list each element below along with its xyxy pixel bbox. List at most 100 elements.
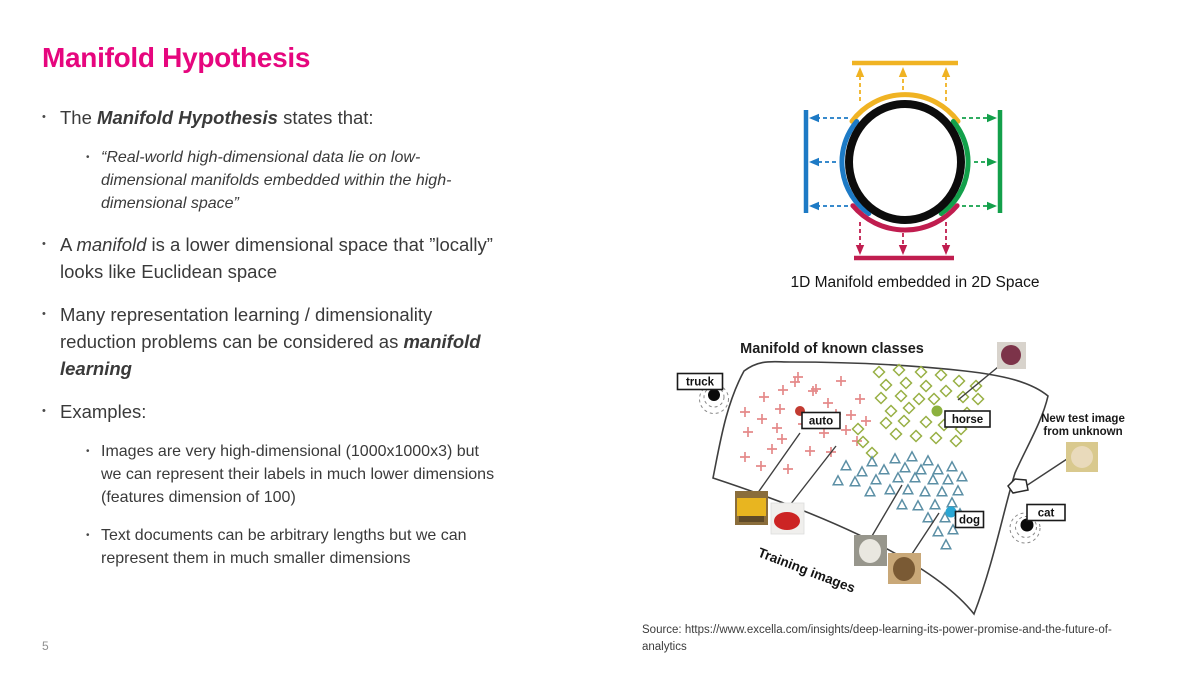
bullet-marker: • <box>86 530 90 541</box>
plus-marker <box>852 436 862 446</box>
diamond-marker <box>874 391 888 405</box>
bullet-item: •Images are very high-dimensional (1000x… <box>86 440 622 509</box>
triangle-marker <box>891 471 905 483</box>
diamond-marker <box>889 427 903 441</box>
diamond-marker <box>929 431 943 445</box>
bullet-text: Many representation learning / dimension… <box>60 304 481 379</box>
triangle-marker <box>951 484 965 496</box>
new-test-image-annotation: New test image from unknown <box>1041 413 1125 438</box>
plus-marker <box>805 446 815 456</box>
plus-marker <box>740 452 750 462</box>
label-truck-text: truck <box>686 377 715 389</box>
triangle-marker <box>831 474 845 486</box>
diamond-marker <box>897 414 911 428</box>
diamond-marker <box>914 365 928 379</box>
bullet-item: • The Manifold Hypothesis states that: <box>42 104 622 131</box>
triangle-marker <box>869 473 883 485</box>
diamond-marker <box>879 378 893 392</box>
bullet-marker: • <box>42 405 46 417</box>
plus-marker <box>775 404 785 414</box>
unknown-pentagon-marker <box>1007 478 1029 494</box>
triangle-marker <box>938 511 952 523</box>
bullet-item: • Examples: <box>42 398 622 425</box>
label-auto: auto <box>801 411 841 430</box>
label-truck: truck <box>676 372 724 391</box>
triangle-marker <box>921 454 935 466</box>
figure1-caption: 1D Manifold embedded in 2D Space <box>790 274 1040 291</box>
diamond-marker <box>912 392 926 406</box>
diamond-marker <box>856 435 870 449</box>
dot-marker <box>945 506 957 518</box>
bullet-item: •“Real-world high-dimensional data lie o… <box>86 146 622 215</box>
bullet-marker: • <box>42 111 46 123</box>
diamond-marker <box>969 379 983 393</box>
diamond-marker <box>909 429 923 443</box>
diamond-marker <box>851 422 865 436</box>
triangle-marker <box>946 523 960 535</box>
plus-marker <box>855 394 865 404</box>
annotation-line-1: New test image <box>1041 413 1125 425</box>
page-number: 5 <box>42 639 49 653</box>
bullet-text: The Manifold Hypothesis states that: <box>60 107 374 128</box>
label-auto-text: auto <box>809 416 833 428</box>
triangle-marker <box>839 459 853 471</box>
plus-marker <box>772 423 782 433</box>
diamond-marker <box>884 404 898 418</box>
bullet-marker: • <box>42 308 46 320</box>
bullet-text: Examples: <box>60 401 147 422</box>
left-chart-arc <box>839 119 872 217</box>
top-chart-arc <box>849 92 961 124</box>
horse-photo <box>997 342 1026 369</box>
diamond-marker <box>899 376 913 390</box>
bullet-item: • Many representation learning / dimensio… <box>42 301 622 382</box>
manifold-circle-figure <box>803 60 1003 261</box>
truck-photo <box>735 491 768 525</box>
triangle-marker <box>935 485 949 497</box>
plus-marker <box>783 464 793 474</box>
plus-marker <box>836 376 846 386</box>
triangle-marker <box>883 483 897 495</box>
label-dog: dog <box>954 510 985 529</box>
plus-marker <box>841 425 851 435</box>
plus-marker <box>759 392 769 402</box>
label-horse: horse <box>944 410 991 428</box>
triangle-marker <box>905 450 919 462</box>
triangle-marker <box>941 473 955 485</box>
plus-marker <box>757 414 767 424</box>
diamond-marker <box>971 392 985 406</box>
bullet-text: Text documents can be arbitrary lengths … <box>101 527 467 567</box>
triangle-marker <box>939 538 953 550</box>
bottom-arrows <box>855 222 951 255</box>
bullet-marker: • <box>42 238 46 250</box>
cat-photo <box>1066 442 1098 472</box>
diamond-marker <box>872 365 886 379</box>
training-images-label: Training images <box>756 545 857 596</box>
car-photo <box>770 502 805 535</box>
triangle-marker <box>908 471 922 483</box>
left-arrows <box>809 113 848 211</box>
diamond-marker <box>952 374 966 388</box>
source-citation: Source: https://www.excella.com/insights… <box>642 622 1190 655</box>
triangle-marker <box>911 499 925 511</box>
dog-photo-white <box>854 535 887 566</box>
triangle-marker <box>877 463 891 475</box>
triangle-marker <box>888 452 902 464</box>
plus-marker <box>861 416 871 426</box>
plus-marker <box>743 427 753 437</box>
bullet-marker: • <box>86 152 90 163</box>
bullet-list: • The Manifold Hypothesis states that: •“R… <box>42 104 622 570</box>
label-horse-text: horse <box>952 414 983 426</box>
diamond-marker <box>865 446 879 460</box>
diamond-marker <box>879 416 893 430</box>
triangle-marker <box>921 511 935 523</box>
label-dog-text: dog <box>959 515 980 527</box>
triangle-marker <box>918 485 932 497</box>
plus-marker <box>790 377 800 387</box>
figure2-title: Manifold of known classes <box>740 341 924 357</box>
plus-marker <box>819 428 829 438</box>
plus-marker <box>823 398 833 408</box>
page-title: Manifold Hypothesis <box>42 42 311 73</box>
diamond-marker <box>919 379 933 393</box>
plus-marker <box>778 385 788 395</box>
plus-marker <box>740 407 750 417</box>
